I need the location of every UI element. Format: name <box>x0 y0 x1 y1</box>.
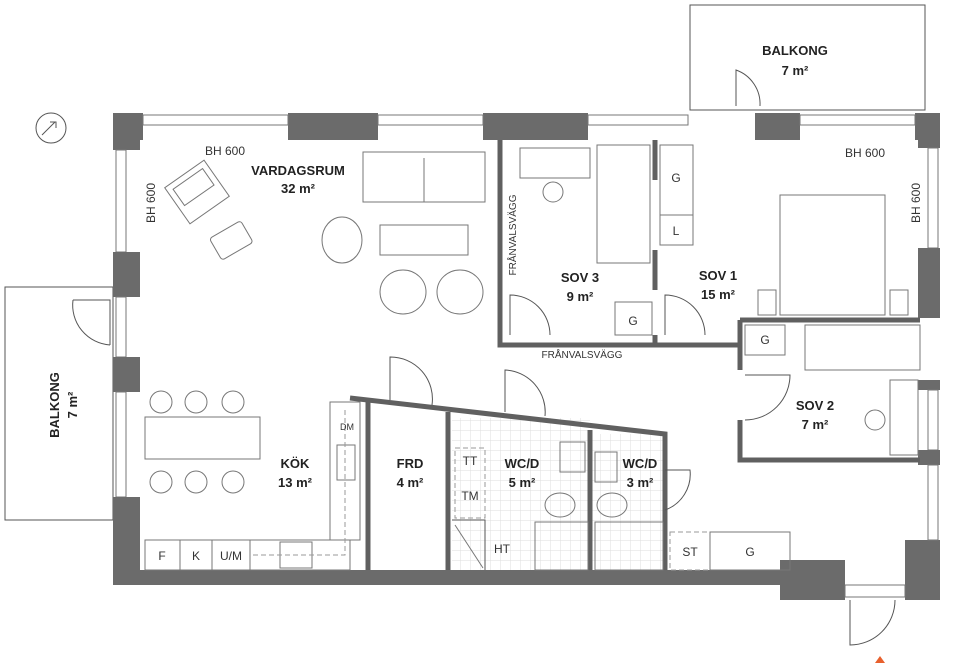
bedroom-furniture <box>519 144 921 456</box>
svg-text:SOV 3: SOV 3 <box>561 270 599 285</box>
svg-text:HT: HT <box>494 542 511 556</box>
svg-text:32 m²: 32 m² <box>281 181 316 196</box>
svg-text:7 m²: 7 m² <box>802 417 829 432</box>
svg-text:L: L <box>673 224 680 238</box>
svg-text:WC/D: WC/D <box>623 456 658 471</box>
room-label-kok: KÖK 13 m² <box>278 456 313 490</box>
bathroom-fixtures <box>454 441 791 571</box>
room-label-wc1: WC/D 5 m² <box>505 456 540 490</box>
svg-text:SOV 2: SOV 2 <box>796 398 834 413</box>
outer-walls <box>113 113 940 600</box>
room-label-frd: FRD 4 m² <box>397 456 424 490</box>
franvalsvagg-label: FRÅNVALSVÄGG <box>542 348 623 361</box>
compass-icon <box>35 112 67 144</box>
fixture-labels: G L G G DM F K U/M TT TM HT ST G <box>158 171 769 563</box>
bh-label: BH 600 <box>144 183 158 223</box>
svg-text:VARDAGSRUM: VARDAGSRUM <box>251 163 345 178</box>
svg-text:TM: TM <box>461 489 478 503</box>
bh-label: BH 600 <box>205 144 245 158</box>
svg-text:4 m²: 4 m² <box>397 475 424 490</box>
svg-text:SOV 1: SOV 1 <box>699 268 737 283</box>
svg-text:7 m²: 7 m² <box>782 63 809 78</box>
svg-text:G: G <box>760 333 769 347</box>
svg-text:BALKONG: BALKONG <box>47 372 62 438</box>
interior-walls <box>349 140 920 570</box>
room-label-balkong-top: BALKONG 7 m² <box>762 43 828 78</box>
svg-text:3 m²: 3 m² <box>627 475 654 490</box>
svg-text:WC/D: WC/D <box>505 456 540 471</box>
room-label-balkong-left: BALKONG 7 m² <box>47 372 80 438</box>
svg-text:TT: TT <box>463 454 478 468</box>
svg-text:5 m²: 5 m² <box>509 475 536 490</box>
room-label-sov1: SOV 1 15 m² <box>699 268 737 302</box>
svg-text:7 m²: 7 m² <box>65 391 80 418</box>
svg-text:13 m²: 13 m² <box>278 475 313 490</box>
room-label-sov3: SOV 3 9 m² <box>561 270 599 304</box>
room-label-vardagsrum: VARDAGSRUM 32 m² <box>251 163 345 196</box>
balcony-left <box>4 286 114 521</box>
svg-text:U/M: U/M <box>220 549 242 563</box>
balcony-top <box>689 4 926 111</box>
entrance-marker <box>875 656 885 663</box>
svg-text:FRD: FRD <box>397 456 424 471</box>
doors <box>72 69 896 663</box>
bh-label: BH 600 <box>845 146 885 160</box>
svg-text:G: G <box>628 314 637 328</box>
svg-text:9 m²: 9 m² <box>567 289 594 304</box>
svg-text:G: G <box>671 171 680 185</box>
room-label-sov2: SOV 2 7 m² <box>796 398 834 432</box>
svg-text:BALKONG: BALKONG <box>762 43 828 58</box>
room-label-wc2: WC/D 3 m² <box>623 456 658 490</box>
svg-text:DM: DM <box>340 422 354 432</box>
franvalsvagg-label: FRÅNVALSVÄGG <box>506 194 519 275</box>
svg-text:15 m²: 15 m² <box>701 287 736 302</box>
svg-text:KÖK: KÖK <box>281 456 311 471</box>
living-furniture <box>164 151 486 315</box>
bh-label: BH 600 <box>909 183 923 223</box>
svg-text:G: G <box>745 545 754 559</box>
kitchen-furniture <box>144 390 361 571</box>
svg-text:ST: ST <box>682 545 698 559</box>
svg-text:F: F <box>158 549 165 563</box>
svg-text:K: K <box>192 549 200 563</box>
